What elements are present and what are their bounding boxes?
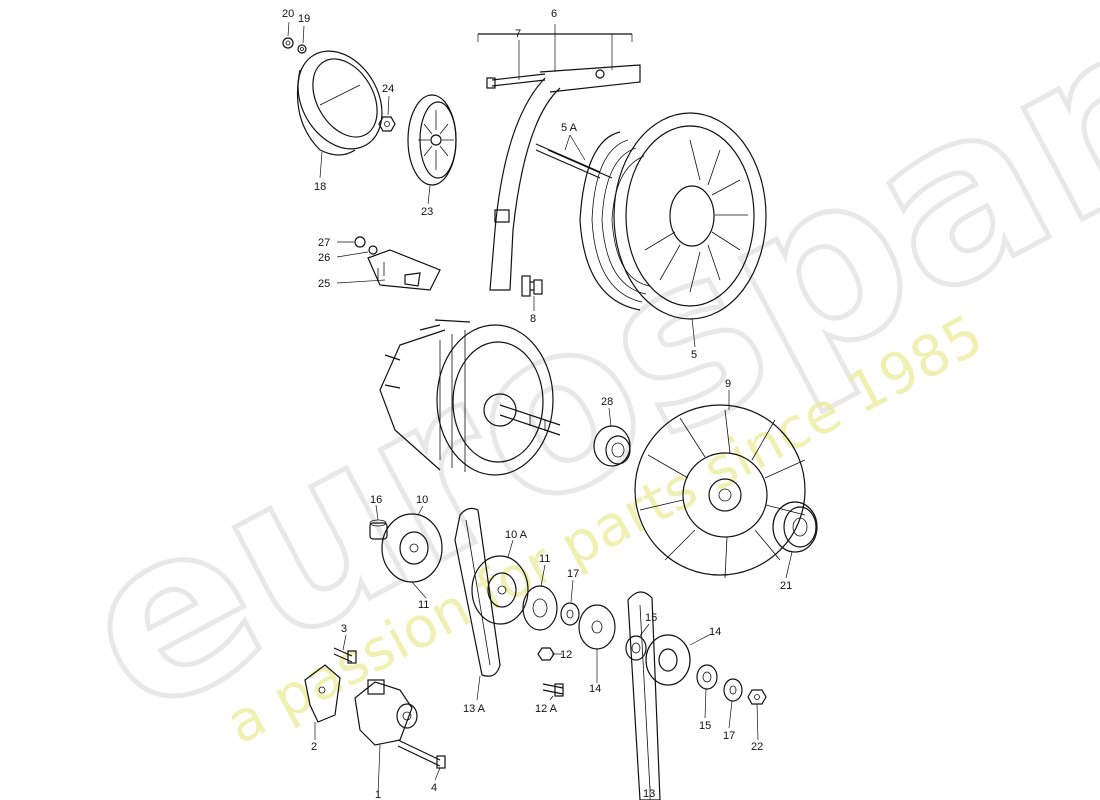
bracket-6 [477, 24, 633, 72]
callout-20: 20 [282, 8, 294, 20]
pulley-14a [578, 604, 616, 650]
callout-14b: 14 [709, 626, 721, 638]
callout-21: 21 [780, 580, 792, 592]
bolt-4 [397, 739, 446, 769]
callout-24: 24 [382, 83, 394, 95]
callout-11a: 11 [418, 599, 429, 611]
callout-25: 25 [318, 278, 330, 290]
callout-2: 2 [311, 741, 317, 753]
callout-10: 10 [416, 494, 428, 506]
callout-23: 23 [421, 206, 433, 218]
bolt-12a [542, 683, 564, 697]
pulley-half-10a [471, 555, 529, 625]
callout-16: 16 [370, 494, 382, 506]
callout-5: 5 [691, 349, 697, 361]
fan-housing-5 [579, 112, 767, 320]
bolt-7 [486, 73, 546, 89]
callout-labels: 20 19 6 7 24 5 A 18 23 27 26 25 8 5 9 28… [282, 8, 792, 800]
washer-26 [368, 245, 378, 255]
nut-24 [378, 116, 396, 132]
callout-13a: 13 A [463, 703, 486, 715]
callout-5a: 5 A [561, 122, 578, 134]
tensioner-1 [354, 679, 418, 746]
pulley-21 [772, 501, 818, 553]
pulley-14b [645, 634, 691, 686]
bracket-2 [304, 664, 341, 723]
nut-20 [282, 37, 294, 49]
callout-12: 12 [560, 649, 572, 661]
alternator [379, 319, 561, 476]
nut-22 [747, 689, 767, 705]
callout-15b: 15 [699, 720, 711, 732]
strap-band [489, 64, 641, 291]
fan-9 [634, 404, 806, 579]
washer-15b [696, 664, 718, 690]
fan-cover-18 [296, 50, 383, 156]
callout-10a: 10 A [505, 529, 528, 541]
nut-27 [354, 236, 366, 248]
callout-9: 9 [725, 378, 731, 390]
callout-13: 13 [643, 788, 655, 800]
callout-7: 7 [515, 28, 521, 40]
belt-13 [627, 591, 661, 800]
callout-28: 28 [601, 396, 613, 408]
callout-27: 27 [318, 237, 330, 249]
shim-11 [522, 585, 558, 631]
callout-1: 1 [375, 789, 381, 800]
bushing-28 [593, 425, 631, 467]
terminal-plate-25 [367, 249, 441, 291]
callout-19: 19 [298, 13, 310, 25]
washer-15a [625, 635, 647, 661]
callout-26: 26 [318, 252, 330, 264]
callout-4: 4 [431, 782, 437, 794]
leader-lines [287, 21, 793, 800]
studs-5a [535, 143, 613, 179]
bolt-3 [333, 647, 357, 664]
washer-17 [560, 602, 580, 626]
callout-17b: 17 [723, 730, 735, 742]
callout-11b: 11 [539, 553, 550, 565]
nut-12 [537, 647, 555, 661]
callout-14a: 14 [589, 683, 601, 695]
callout-22: 22 [751, 741, 763, 753]
callout-3: 3 [341, 623, 347, 635]
callout-8: 8 [530, 313, 536, 325]
belt-13a [454, 507, 501, 677]
callout-6: 6 [551, 8, 557, 20]
washer-19 [297, 44, 307, 54]
callout-12a: 12 A [535, 703, 558, 715]
washer-17b [723, 678, 743, 702]
callout-15a: 15 [645, 612, 657, 624]
impeller-23 [407, 94, 457, 186]
bolt-8 [521, 275, 543, 297]
callout-18: 18 [314, 181, 326, 193]
callout-17a: 17 [567, 568, 579, 580]
